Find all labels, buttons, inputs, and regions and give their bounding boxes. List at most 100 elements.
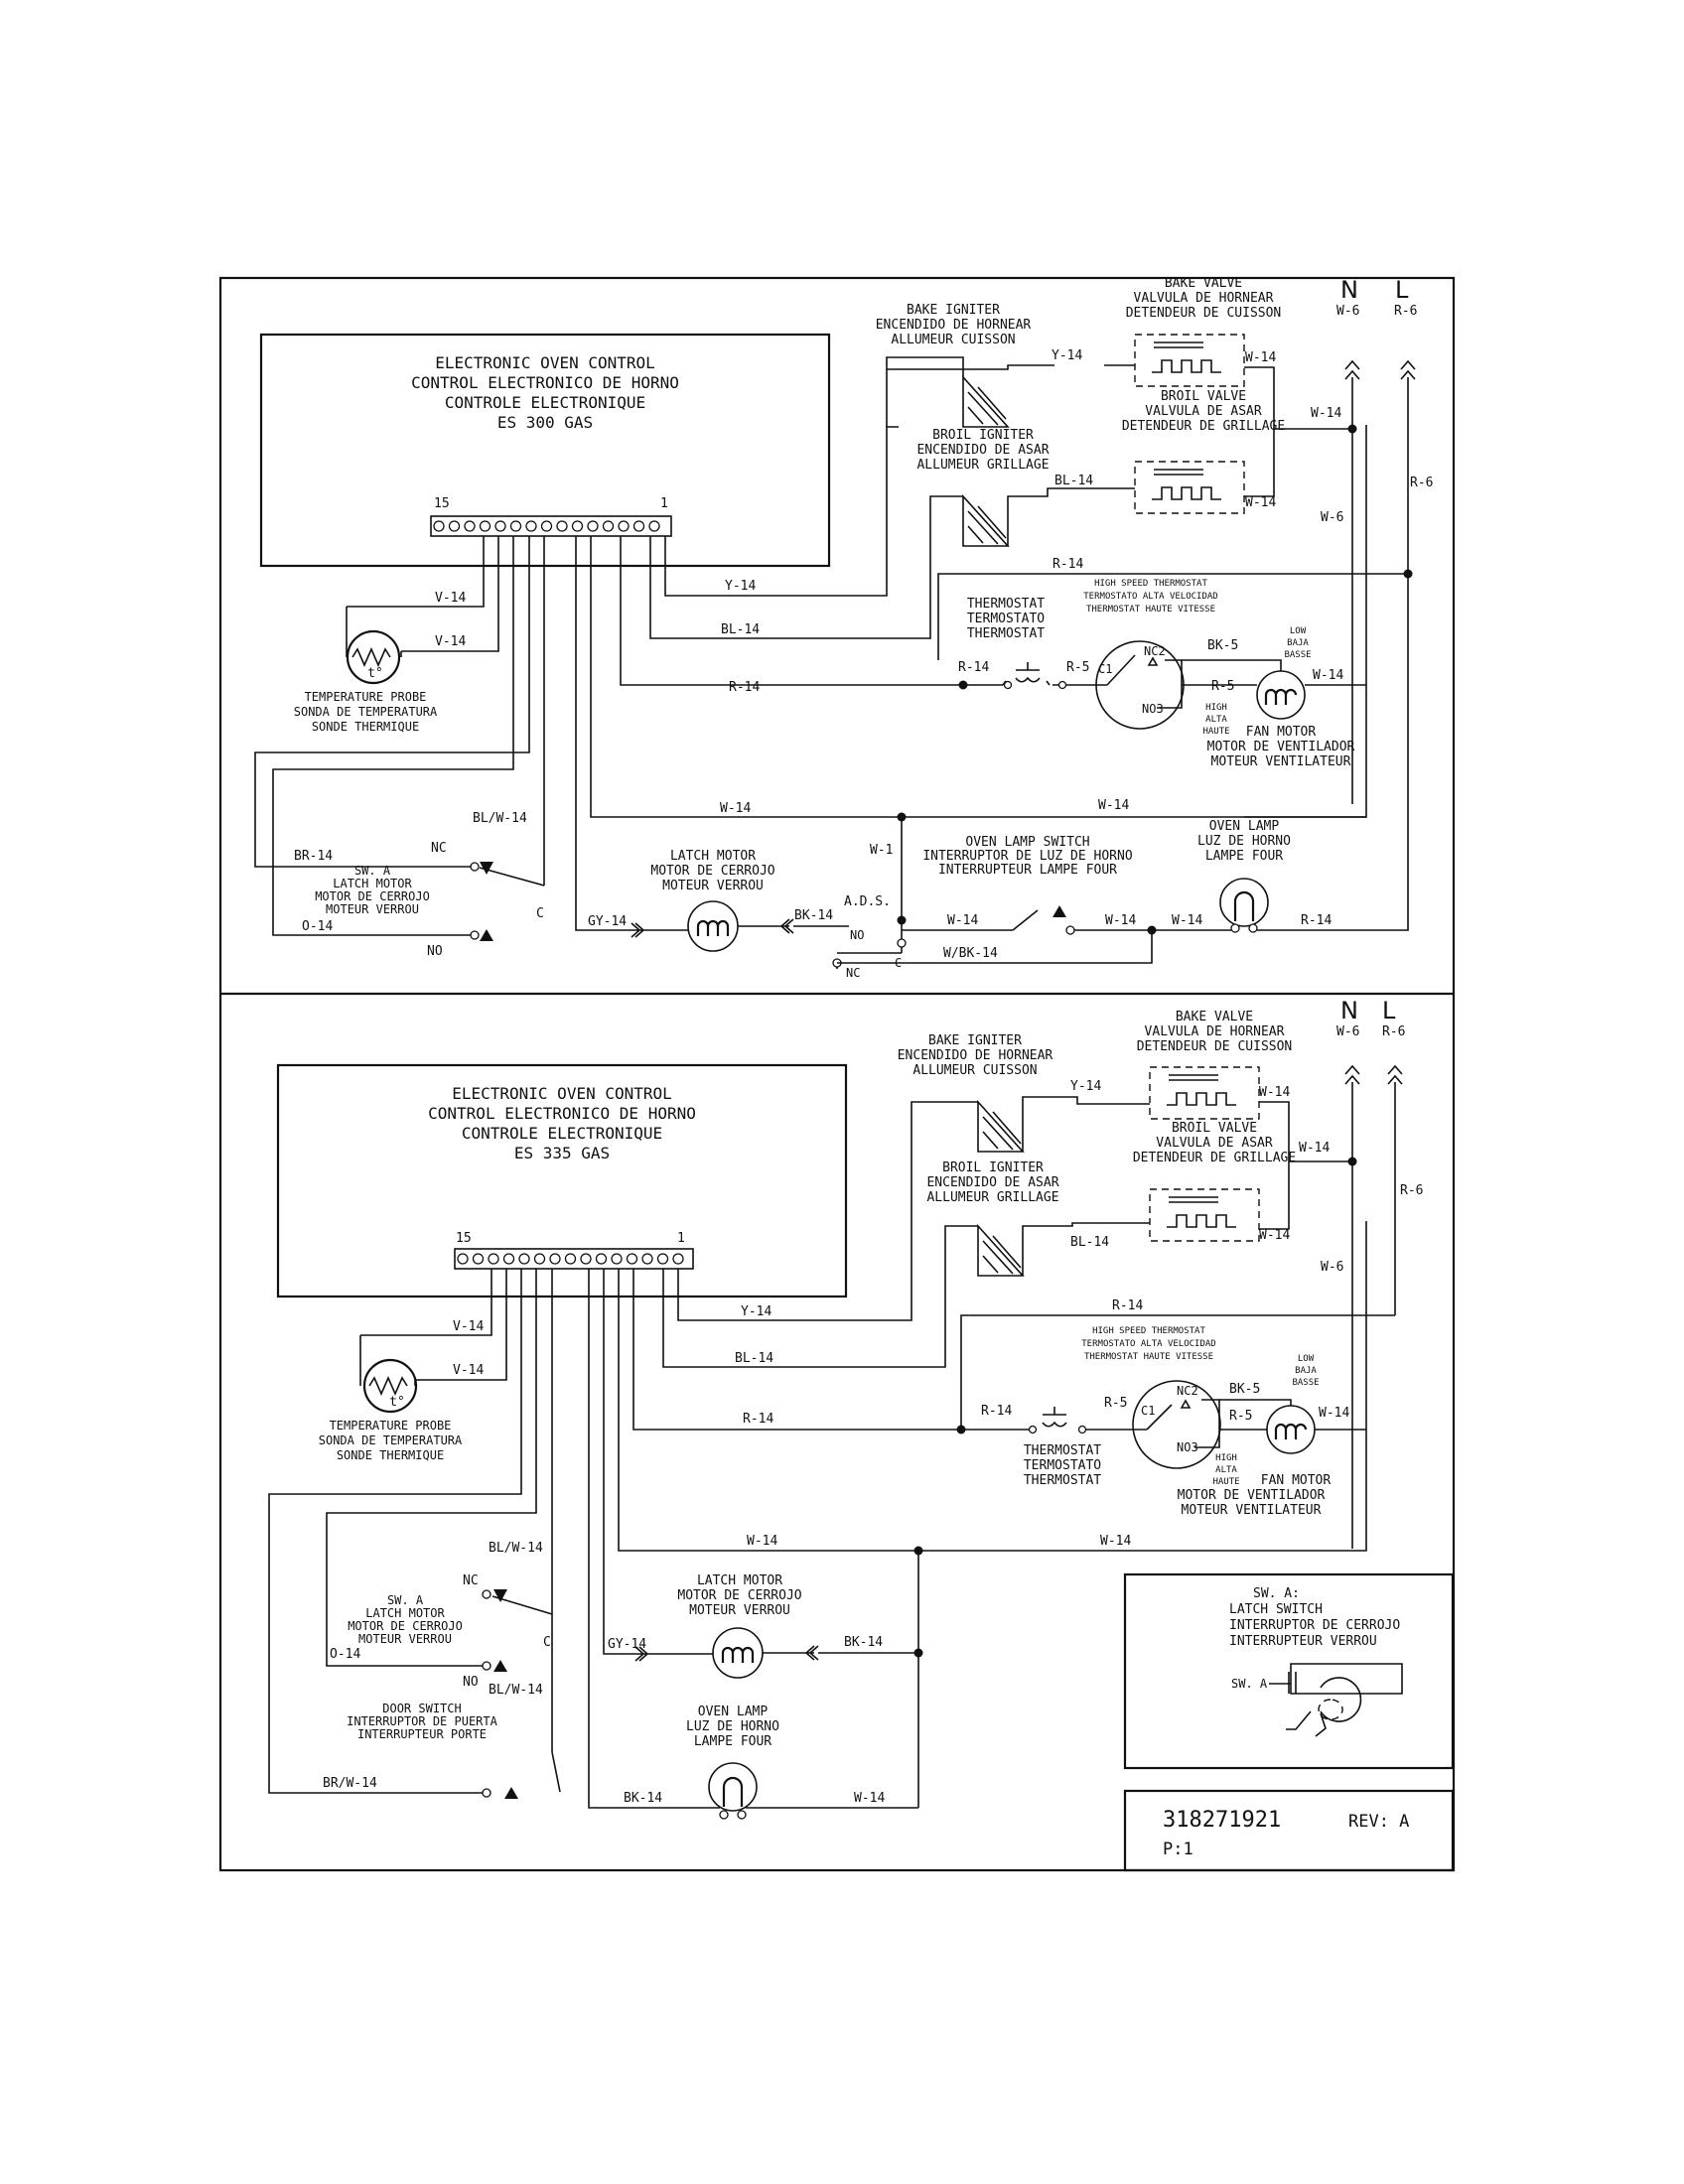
wire-b-blw14-label2: BL/W-14 [489, 1683, 543, 1698]
broil-igniter-b-wire [944, 1222, 1122, 1276]
sw-a-l1: SW. A [354, 864, 391, 878]
legend-box [1123, 1572, 1455, 1770]
broil-valve-a-coil [1152, 469, 1221, 500]
wire-a-w14-label2: W-14 [1098, 798, 1129, 813]
high-b-l3: HAUTE [1212, 1477, 1239, 1487]
broil-valve-b-l2: VALVULA DE ASAR [1156, 1136, 1273, 1151]
thermostat-b-c2 [1077, 1425, 1087, 1434]
legend-line3: INTERRUPTEUR VERROU [1229, 1634, 1377, 1649]
control-b-line1: ELECTRONIC OVEN CONTROL [452, 1084, 672, 1103]
legend-line1: LATCH SWITCH [1229, 1602, 1323, 1617]
door-switch-b-arrow [504, 1787, 518, 1799]
wire-b-r14-top [960, 1314, 1395, 1430]
wire-b-w14-fan: W-14 [1319, 1406, 1349, 1421]
hs-thermostat-b-l2: TERMOSTATO ALTA VELOCIDAD [1081, 1339, 1215, 1349]
thermostat-b-l1: THERMOSTAT [1024, 1443, 1101, 1458]
wire-a-r14-top [937, 573, 1408, 660]
temp-probe-a-lead [346, 607, 402, 657]
wire-a-w14 [590, 425, 1367, 818]
temp-probe-b-l3: SONDE THERMIQUE [337, 1448, 444, 1462]
wire-a-br14 [254, 536, 530, 868]
low-a-l1: LOW [1290, 626, 1307, 636]
connector-pin [564, 1253, 577, 1265]
node-b-1 [1347, 1157, 1357, 1166]
hs-b-tri [1180, 1399, 1192, 1409]
oven-lamp-b [708, 1762, 758, 1812]
wire-a-v14-label1: V-14 [435, 591, 466, 606]
oven-lamp-a-t2 [1248, 923, 1258, 933]
legend-latch-shade [1318, 1699, 1343, 1720]
door-switch-b-pin [482, 1788, 491, 1798]
wire-b-w14-valve3: W-14 [1299, 1141, 1330, 1156]
sw-a-no: NO [427, 944, 443, 959]
wire-b-bl14 [662, 1256, 946, 1368]
connector-pin [518, 1253, 530, 1265]
sw-b-c: C [543, 1635, 551, 1650]
wire-a-bk5: BK-5 [1207, 638, 1238, 653]
fan-motor-a-l3: MOTEUR VENTILATEUR [1211, 754, 1351, 769]
pin-last-label: 1 [660, 496, 668, 511]
broil-valve-a-l1: BROIL VALVE [1161, 389, 1246, 404]
sw-a-arrow-1 [480, 862, 493, 875]
temp-probe-b [362, 1358, 418, 1414]
connector-pins-b [457, 1253, 684, 1265]
control-b-line3: CONTROLE ELECTRONIQUE [462, 1124, 662, 1143]
part-number: 318271921 [1163, 1808, 1281, 1833]
wire-b-w6: W-6 [1336, 1024, 1359, 1039]
bake-igniter-a-wire [886, 356, 1054, 427]
wire-a-blw14-label: BL/W-14 [473, 811, 527, 826]
node-a-5 [897, 915, 907, 925]
broil-igniter-b-l2: ENCENDIDO DE ASAR [926, 1175, 1058, 1190]
wire-b-bk5: BK-5 [1229, 1382, 1260, 1397]
connector-pin [488, 1253, 499, 1265]
hs-thermostat-a [1095, 640, 1185, 730]
wire-b-w14-label: W-14 [747, 1534, 777, 1549]
connector-pin [472, 1253, 485, 1265]
bake-igniter-a [962, 374, 1010, 428]
wire-a-w14-valve2: W-14 [1245, 495, 1276, 510]
wire-a-r14 [620, 536, 963, 686]
bake-igniter-a-l3: ALLUMEUR CUISSON [891, 333, 1015, 347]
fan-motor-b [1266, 1405, 1316, 1454]
wire-b-bk14 [588, 1269, 695, 1809]
broil-igniter-b-l1: BROIL IGNITER [942, 1160, 1044, 1175]
wire-a-r5-2: R-5 [1211, 679, 1234, 694]
fan-motor-b-l2: MOTOR DE VENTILADOR [1178, 1488, 1326, 1503]
low-a-l3: BASSE [1284, 650, 1311, 660]
oven-lamp-a-filament [1233, 890, 1255, 921]
oven-lamp-b-t2 [737, 1810, 747, 1820]
latch-motor-a-wires [631, 918, 849, 938]
wire-b-y14-label: Y-14 [741, 1304, 772, 1319]
valve-b-wiring [1122, 1101, 1352, 1230]
connector-pin [571, 520, 584, 532]
bake-igniter-b-l1: BAKE IGNITER [928, 1033, 1022, 1048]
connector-pin [626, 1253, 638, 1265]
connector-pin [672, 1253, 684, 1265]
hs-a-switch [1074, 654, 1183, 709]
broil-igniter-a-l2: ENCENDIDO DE ASAR [916, 443, 1049, 458]
oven-lamp-b-l3: LAMPE FOUR [694, 1734, 772, 1749]
bake-valve-a-l2: VALVULA DE HORNEAR [1134, 291, 1274, 306]
fan-motor-b-wires [1219, 1399, 1366, 1431]
oven-lamp-a-wires [1152, 816, 1409, 931]
wire-b-r6-mid: R-6 [1400, 1183, 1423, 1198]
latch-motor-b-wires [634, 1645, 918, 1662]
neutral-a: N [1340, 276, 1358, 304]
wire-a-r14-top-label: R-14 [1052, 557, 1083, 572]
control-b-line2: CONTROL ELECTRONICO DE HORNO [428, 1104, 696, 1123]
connector-pin [656, 1253, 669, 1265]
pin-first-label-b: 15 [456, 1231, 472, 1246]
oven-lamp-a-l1: OVEN LAMP [1209, 819, 1280, 834]
bake-igniter-a-l2: ENCENDIDO DE HORNEAR [876, 318, 1032, 333]
fan-motor-a-coil [1264, 688, 1298, 705]
hs-b-switch [1102, 1399, 1220, 1448]
hs-thermostat-a-l2: TERMOSTATO ALTA VELOCIDAD [1083, 592, 1217, 602]
ads-a-no: NO [850, 928, 864, 942]
page-number: P:1 [1163, 1840, 1193, 1859]
broil-valve-b [1149, 1188, 1260, 1242]
fan-motor-a-wires [1182, 659, 1366, 686]
temp-probe-b-resistor [368, 1376, 408, 1396]
pin-first-label: 15 [434, 496, 450, 511]
sw-b-nc: NC [463, 1573, 479, 1588]
wire-b-y14 [677, 1157, 912, 1321]
